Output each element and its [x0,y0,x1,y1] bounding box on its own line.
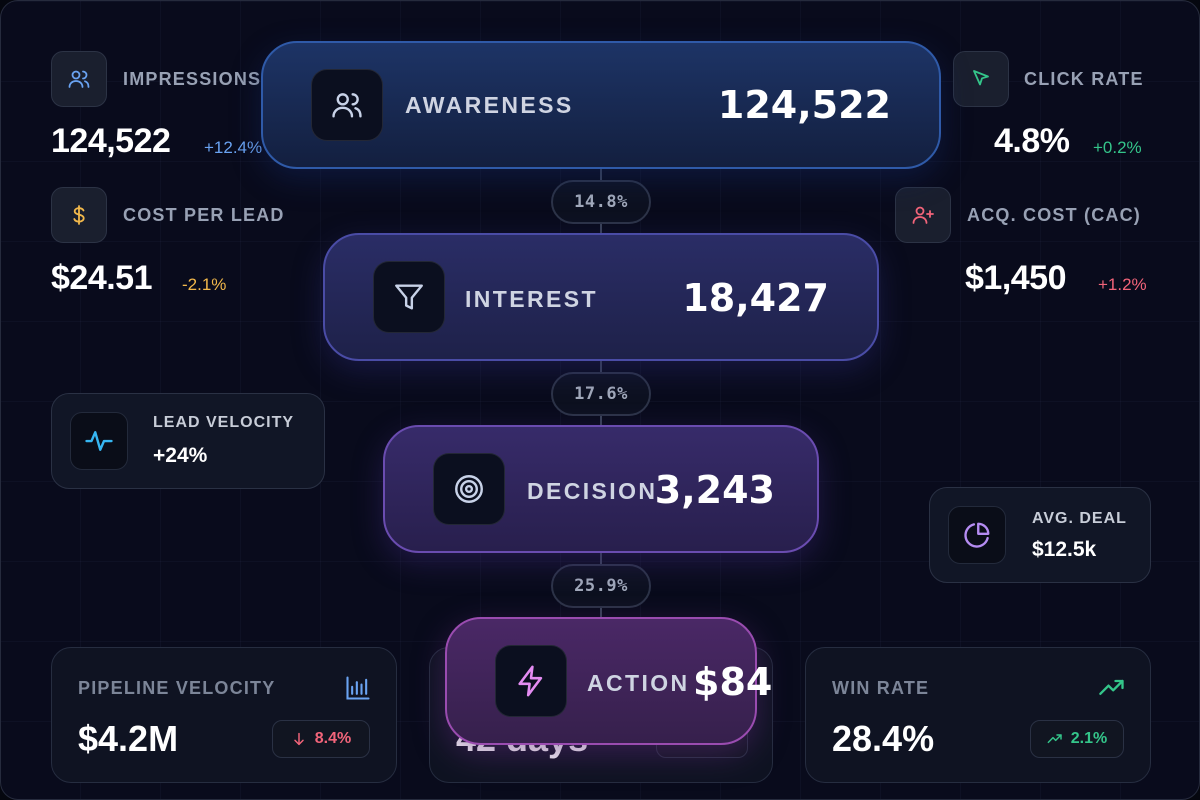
stage-value: $84 [693,660,773,704]
activity-icon [70,412,128,470]
pipeline-velocity-label: PIPELINE VELOCITY [78,678,276,698]
win-rate-card: WIN RATE 28.4% 2.1% [805,647,1151,783]
users-icon [51,51,107,107]
cost-per-lead-value: $24.51 [51,259,153,297]
stage-value: 124,522 [717,83,891,127]
funnel-stage-interest[interactable]: INTEREST 18,427 [323,233,879,361]
pie-chart-icon [948,506,1006,564]
win-rate-delta-value: 2.1% [1070,730,1108,747]
impressions-label: IMPRESSIONS [123,69,262,89]
impressions-value: 124,522 [51,122,171,160]
lead-velocity-card: LEAD VELOCITY +24% [51,393,325,489]
win-rate-label: WIN RATE [832,678,930,698]
cost-per-lead-label: COST PER LEAD [123,205,285,225]
stage-label: AWARENESS [405,92,574,118]
zap-icon [495,645,567,717]
pipeline-delta-badge: 8.4% [272,720,370,758]
stage-value: 3,243 [654,468,775,512]
funnel-stage-action[interactable]: ACTION $84 [445,617,772,745]
user-plus-icon [895,187,951,243]
acq-cost-delta: +1.2% [1098,275,1147,294]
pipeline-velocity-card: PIPELINE VELOCITY $4.2M 8.4% [51,647,397,783]
avg-deal-label: AVG. DEAL [1032,510,1127,527]
win-rate-value: 28.4% [832,718,935,759]
click-rate-label: CLICK RATE [1024,69,1144,89]
filter-icon [373,261,445,333]
funnel-stage-awareness[interactable]: AWARENESS 124,522 [261,41,941,169]
acq-cost-value: $1,450 [965,259,1067,297]
cursor-icon [953,51,1009,107]
pipeline-velocity-value: $4.2M [78,718,179,759]
target-icon [433,453,505,525]
click-rate-value: 4.8% [994,122,1070,160]
avg-deal-value: $12.5k [1032,538,1097,561]
stage-label: ACTION [587,670,690,696]
users-icon [311,69,383,141]
bar-chart-icon [346,676,370,700]
trending-up-small-icon [1047,734,1062,744]
conversion-rate-badge: 14.8% [551,180,651,224]
cost-per-lead-delta: -2.1% [182,275,227,294]
click-rate-delta: +0.2% [1093,138,1142,157]
avg-deal-card: AVG. DEAL $12.5k [929,487,1151,583]
arrow-down-icon [294,732,304,746]
acq-cost-label: ACQ. COST (CAC) [967,205,1141,225]
lead-velocity-value: +24% [153,444,208,467]
pipeline-delta-value: 8.4% [314,730,352,747]
trending-up-icon [1099,679,1124,695]
lead-velocity-label: LEAD VELOCITY [153,414,295,431]
conversion-rate-badge: 17.6% [551,372,651,416]
dollar-icon [51,187,107,243]
impressions-delta: +12.4% [204,138,263,157]
funnel-stage-decision[interactable]: DECISION 3,243 [383,425,819,553]
conversion-rate-badge: 25.9% [551,564,651,608]
stage-label: INTEREST [465,286,598,312]
stage-value: 18,427 [682,276,829,320]
stage-label: DECISION [527,478,658,504]
win-rate-delta-badge: 2.1% [1030,720,1124,758]
